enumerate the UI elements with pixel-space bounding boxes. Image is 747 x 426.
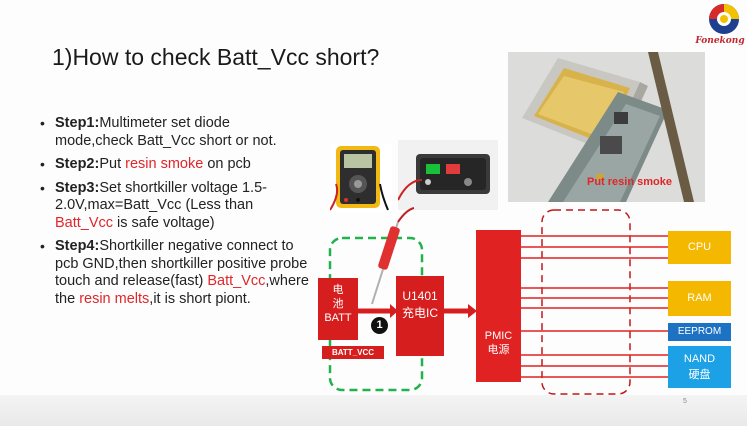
battery-label-3: BATT — [324, 312, 352, 324]
nand-block: NAND 硬盘 — [668, 346, 731, 388]
pmic-block: PMIC 电源 — [476, 230, 521, 382]
steps-list: Step1:Multimeter set diode mode,check Ba… — [40, 115, 310, 314]
charger-ic-block: U1401 充电IC — [396, 276, 444, 356]
step-highlight-text: Batt_Vcc — [207, 273, 266, 289]
step-text: Shortkiller negative connect to pcb GND,… — [55, 238, 308, 289]
step-highlight-text: Batt_Vcc — [55, 214, 114, 231]
step-item: Step3:Set shortkiller voltage 1.5-2.0V,m… — [40, 180, 310, 233]
battery-label-2: 池 — [332, 298, 344, 310]
step-text: ,where the — [55, 273, 309, 307]
step-label: Step2: — [55, 156, 100, 172]
step-highlight-text: resin melts — [79, 290, 150, 307]
eeprom-block: EEPROM — [668, 323, 731, 341]
step-item: Step2:Put resin smoke on pcb — [40, 156, 310, 174]
batt-vcc-tag: BATT_VCC — [322, 346, 384, 359]
pmic-label-1: PMIC — [484, 330, 513, 342]
charger-label-2: 充电IC — [401, 306, 438, 320]
fonekong-logo-icon — [709, 4, 739, 34]
slide-title: 1)How to check Batt_Vcc short? — [52, 44, 380, 70]
step-item: Step4:Shortkiller negative connect to pc… — [40, 238, 310, 308]
pmic-label-2: 电源 — [487, 344, 510, 356]
block-diagram: 电 池 BATT BATT_VCC 1 U1401 充电IC PMIC 电源 C… — [310, 200, 747, 400]
cpu-block: CPU — [668, 231, 731, 264]
slide-footer-band — [0, 395, 747, 426]
resin-smoke-label: Put resin smoke — [587, 176, 672, 188]
step-label: Step3: — [55, 179, 100, 196]
pcb-resin-photo — [508, 52, 705, 202]
ram-block: RAM — [668, 281, 731, 316]
charger-label-1: U1401 — [402, 289, 438, 303]
step-label: Step1: — [55, 115, 100, 131]
battery-label-1: 电 — [332, 284, 344, 296]
battery-block: 电 池 BATT — [318, 278, 358, 340]
step-item: Step1:Multimeter set diode mode,check Ba… — [40, 115, 310, 150]
step-text: on pcb — [203, 156, 251, 172]
marker-badge: 1 — [371, 317, 388, 334]
logo-text: Fonekong — [695, 36, 745, 46]
multimeter-photo — [330, 144, 392, 212]
page-number: 5 — [683, 398, 687, 405]
nand-label-1: NAND — [683, 353, 716, 365]
step-label: Step4: — [55, 238, 100, 254]
step-text: ,it is short piont. — [149, 290, 251, 307]
step-highlight-text: resin smoke — [125, 156, 204, 172]
step-text: Put — [99, 156, 126, 172]
nand-label-2: 硬盘 — [688, 369, 711, 381]
step-text: Set shortkiller voltage 1.5-2.0V,max=Bat… — [55, 179, 267, 214]
shortkiller-photo — [398, 140, 498, 210]
step-text: is safe voltage) — [113, 214, 215, 231]
step-text: Multimeter set diode mode,check Batt_Vcc… — [55, 115, 277, 149]
